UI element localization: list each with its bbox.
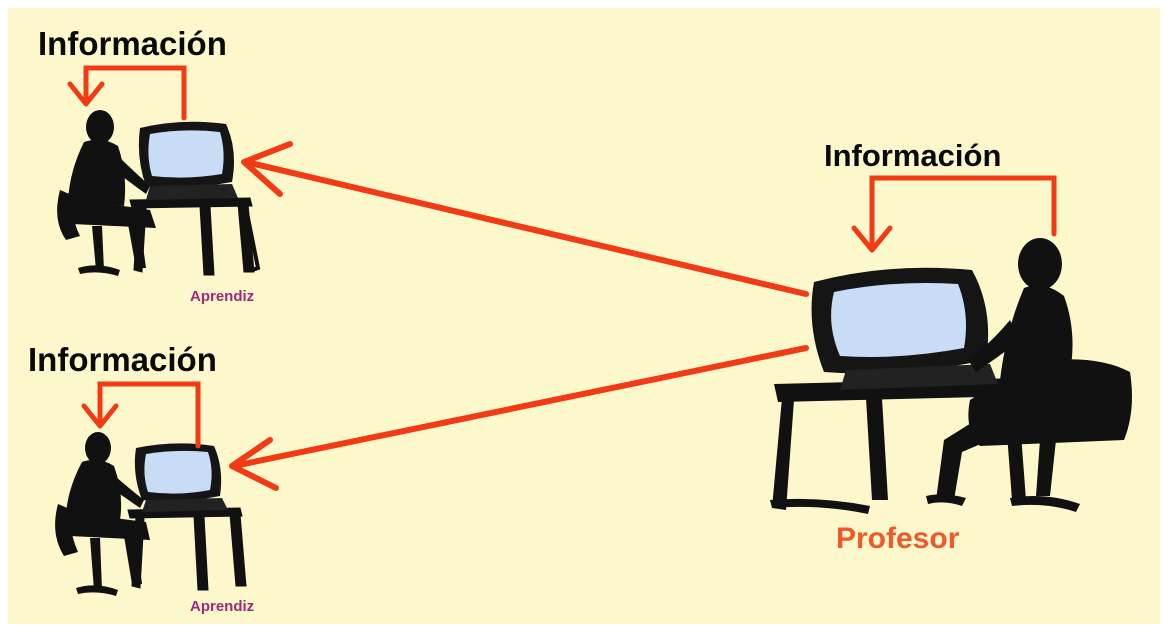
- teacher-to-student-top-arrowhead: [241, 141, 293, 197]
- teacher-to-student-bottom-arrow: [229, 345, 809, 491]
- teacher-screen: [831, 283, 966, 357]
- student-bottom-info-label: Información: [28, 341, 217, 378]
- teacher-to-student-top-arrow: [241, 141, 809, 297]
- teacher-desk: [770, 378, 1026, 514]
- teacher-person: [926, 238, 1132, 512]
- teacher: Información Profesor: [770, 138, 1132, 555]
- student-bottom-feedback-arrowhead: [81, 403, 119, 429]
- student-bottom: Información Aprendiz: [28, 341, 254, 615]
- student-top: Información Aprendiz: [38, 25, 261, 305]
- background-panel: [8, 8, 1160, 624]
- student-bottom-screen: [144, 450, 212, 494]
- student-bottom-role-label: Aprendiz: [190, 598, 254, 615]
- student-top-role-label: Aprendiz: [190, 288, 254, 305]
- student-bottom-computer: [134, 443, 228, 512]
- student-top-feedback-arrow: [67, 65, 187, 121]
- student-bottom-feedback-arrow: [81, 381, 201, 449]
- student-top-computer: [138, 121, 238, 200]
- teacher-info-label: Información: [824, 138, 1001, 173]
- teacher-role-label: Profesor: [836, 522, 960, 555]
- student-top-info-label: Información: [38, 25, 227, 62]
- student-top-person: [57, 110, 156, 276]
- student-top-feedback-arrowhead: [67, 81, 105, 107]
- teacher-to-student-bottom-arrowhead: [229, 437, 279, 491]
- teacher-computer: [811, 267, 998, 390]
- teacher-feedback-arrowhead: [851, 225, 893, 253]
- teacher-feedback-arrow: [851, 175, 1057, 253]
- student-bottom-person: [55, 432, 150, 596]
- student-top-screen: [148, 130, 224, 178]
